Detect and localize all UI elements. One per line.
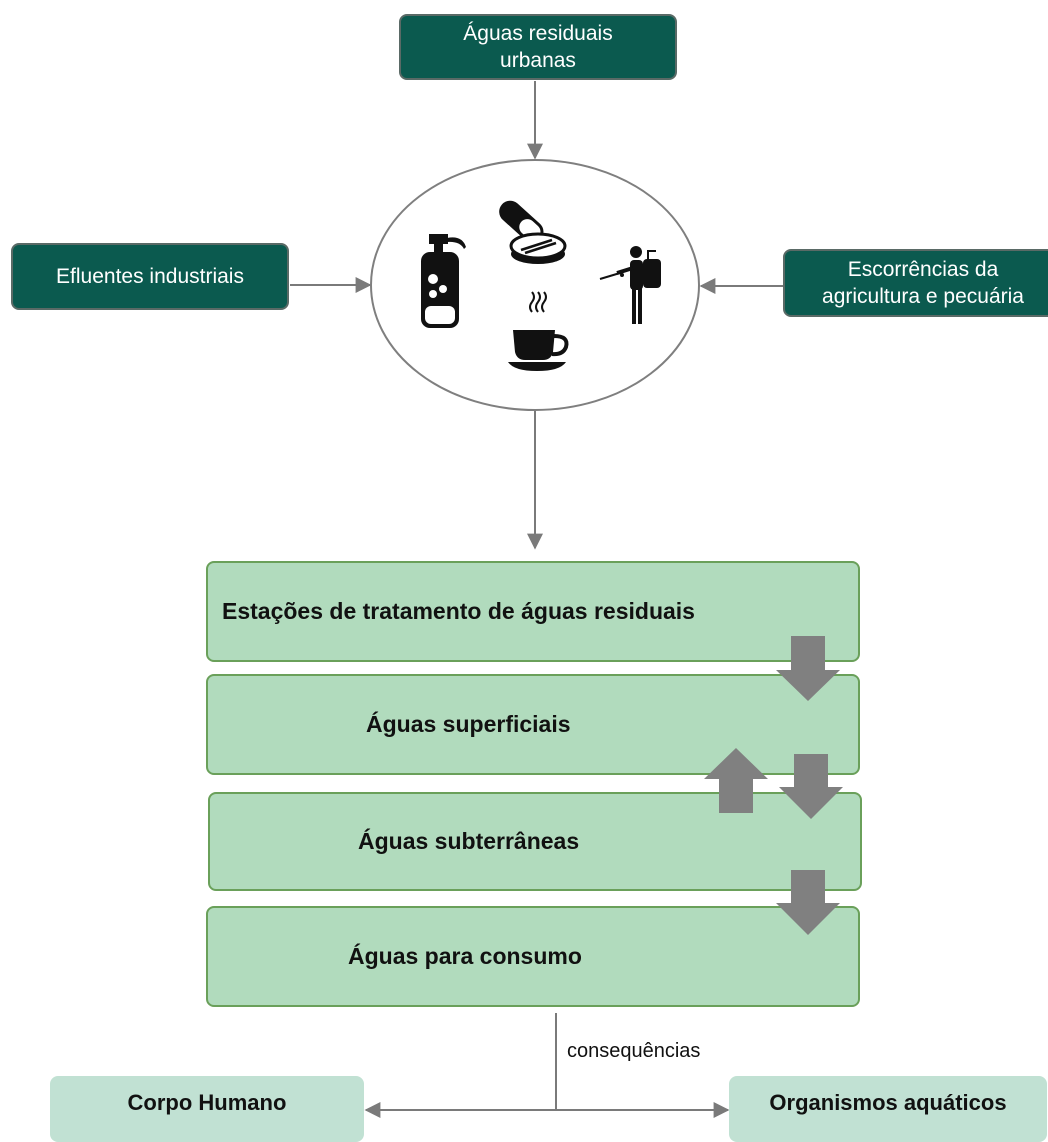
stage-drinking-water-label: Águas para consumo <box>348 943 582 969</box>
stage-groundwater: Águas subterrâneas <box>208 792 862 891</box>
pesticide-sprayer-icon <box>599 246 661 324</box>
source-agricultural-runoff-label: Escorrências da agricultura e pecuária <box>822 257 1024 308</box>
stage-surface-water-label: Águas superficiais <box>366 711 571 737</box>
source-urban-wastewater: Águas residuais urbanas <box>399 14 677 80</box>
source-industrial-effluents-label: Efluentes industriais <box>56 264 244 288</box>
outcome-aquatic-organisms: Organismos aquáticos <box>729 1076 1047 1142</box>
soap-dispenser-icon <box>421 234 466 328</box>
stage-surface-water: Águas superficiais <box>206 674 860 775</box>
pill-capsule-icon <box>499 200 567 264</box>
stage-wastewater-treatment: Estações de tratamento de águas residuai… <box>206 561 860 662</box>
stage-groundwater-label: Águas subterrâneas <box>358 828 580 854</box>
stage-drinking-water: Águas para consumo <box>206 906 860 1007</box>
source-urban-wastewater-label: Águas residuais urbanas <box>463 21 613 72</box>
source-industrial-effluents: Efluentes industriais <box>11 243 289 310</box>
coffee-cup-icon <box>508 291 569 371</box>
source-agricultural-runoff: Escorrências da agricultura e pecuária <box>783 249 1048 317</box>
contaminants-circle <box>370 159 700 411</box>
stage-wastewater-treatment-label: Estações de tratamento de águas residuai… <box>222 598 695 624</box>
outcome-aquatic-organisms-label: Organismos aquáticos <box>769 1090 1007 1115</box>
outcome-human-body-label: Corpo Humano <box>127 1090 287 1115</box>
consequences-label: consequências <box>567 1040 701 1062</box>
outcome-human-body: Corpo Humano <box>50 1076 364 1142</box>
